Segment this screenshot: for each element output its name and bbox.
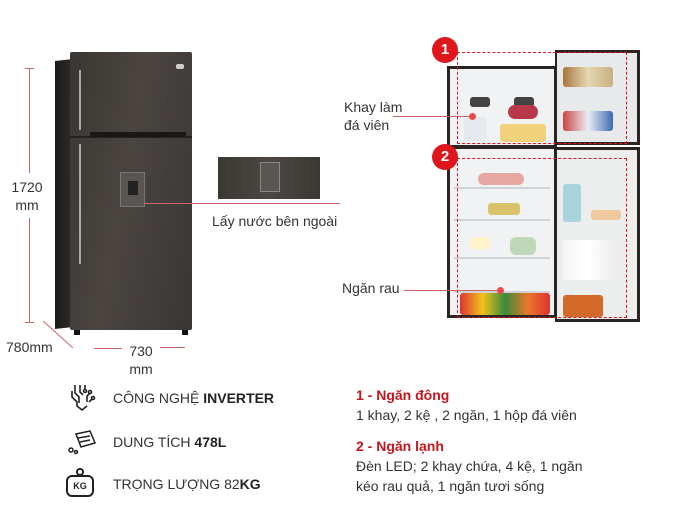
fridge-desc-2: kéo rau quả, 1 ngăn tươi sống	[356, 478, 545, 494]
lg-logo	[176, 64, 184, 69]
marker-1: 1	[432, 37, 458, 63]
inverter-chip-icon	[71, 385, 96, 411]
fridge-desc-1: Đèn LED; 2 khay chứa, 4 kệ, 1 ngăn	[356, 458, 583, 474]
feature-weight-text: TRỌNG LƯỢNG 82	[113, 476, 240, 492]
vegetable-pointer	[404, 290, 500, 291]
ice-tray-label-2: đá viên	[344, 117, 390, 133]
freezer-handle	[79, 70, 81, 130]
height-unit: mm	[15, 197, 39, 213]
feature-capacity-text: DUNG TÍCH	[113, 434, 195, 450]
depth-label: 780mm	[6, 339, 53, 355]
ice-tray-dot	[469, 113, 476, 120]
height-label: 1720 mm	[4, 178, 50, 214]
freezer-desc: 1 khay, 2 kệ , 2 ngăn, 1 hộp đá viên	[356, 407, 577, 423]
freezer-heading: 1 - Ngăn đông	[356, 387, 450, 403]
width-line-right	[160, 347, 185, 348]
ice-tray-pointer	[393, 116, 471, 117]
fridge-desc: Đèn LED; 2 khay chứa, 4 kệ, 1 ngăn kéo r…	[356, 456, 583, 496]
capacity-box-icon	[68, 430, 97, 455]
freezer-door	[70, 52, 192, 138]
feature-inverter-text: CÔNG NGHỆ	[113, 390, 204, 406]
dispenser-zoom	[218, 157, 320, 199]
width-label: 730 mm	[124, 342, 158, 378]
height-line-bottom	[29, 218, 30, 322]
feature-weight-bold: KG	[239, 476, 261, 492]
fridge-open-image	[447, 66, 557, 318]
dispenser-label: Lấy nước bên ngoài	[212, 213, 338, 229]
feature-capacity: DUNG TÍCH 478L	[113, 434, 226, 450]
ice-tray-label-1: Khay làm	[344, 99, 403, 115]
fridge-heading: 2 - Ngăn lạnh	[356, 438, 444, 454]
weight-icon-text: KG	[66, 475, 94, 497]
control-panel	[90, 132, 186, 137]
height-cap-top	[25, 68, 34, 69]
height-line-top	[29, 68, 30, 173]
marker-2: 2	[432, 144, 458, 170]
ice-tray-label: Khay làm đá viên	[344, 98, 402, 134]
foot-left	[74, 330, 80, 335]
foot-right	[182, 330, 188, 335]
height-cap-bottom	[25, 322, 34, 323]
freezer-zone-outline	[457, 52, 627, 144]
height-value: 1720	[11, 179, 43, 195]
fridge-zone-outline	[457, 158, 627, 318]
fridge-handle	[79, 144, 81, 264]
feature-inverter-bold: INVERTER	[203, 390, 275, 406]
width-value: 730	[129, 343, 153, 359]
vegetable-dot	[497, 287, 504, 294]
dispenser-pointer	[145, 203, 340, 204]
width-line-left	[94, 348, 122, 349]
freezer-door-open	[555, 50, 640, 145]
weight-kg-icon: KG	[66, 468, 94, 498]
feature-inverter: CÔNG NGHỆ INVERTER	[113, 390, 274, 406]
feature-capacity-bold: 478L	[194, 434, 227, 450]
feature-weight: TRỌNG LƯỢNG 82KG	[113, 476, 261, 492]
fridge-door-open	[555, 147, 640, 322]
water-dispenser	[120, 172, 145, 207]
vegetable-label: Ngăn rau	[342, 280, 400, 296]
fridge-closed-image	[70, 52, 192, 330]
width-unit: mm	[129, 361, 153, 377]
